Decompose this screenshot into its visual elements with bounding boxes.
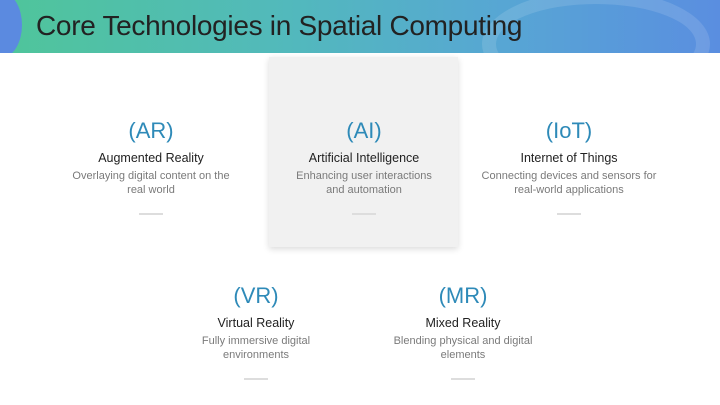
tech-name: Virtual Reality — [217, 316, 295, 330]
tech-item-vr: (VR) Virtual Reality Fully immersive dig… — [156, 283, 356, 380]
tech-item-mr: (MR) Mixed Reality Blending physical and… — [363, 283, 563, 380]
tech-item-ar: (AR) Augmented Reality Overlaying digita… — [51, 118, 251, 215]
tech-name: Artificial Intelligence — [308, 151, 420, 165]
acronym: (VR) — [233, 283, 279, 308]
acronym: (AR) — [128, 118, 174, 143]
acronym: (AI) — [346, 118, 382, 143]
tech-desc: Overlaying digital content on the real w… — [72, 170, 230, 196]
tech-desc: Enhancing user interactions and automati… — [296, 170, 432, 196]
highlight-card — [269, 57, 458, 247]
divider — [244, 378, 268, 380]
tech-name: Internet of Things — [520, 151, 618, 165]
divider — [451, 378, 475, 380]
tech-desc: Fully immersive digital environments — [201, 335, 311, 361]
divider — [557, 213, 581, 215]
tech-item-ai: (AI) Artificial Intelligence Enhancing u… — [264, 118, 464, 215]
tech-name: Mixed Reality — [425, 316, 501, 330]
decorative-circle — [0, 0, 22, 53]
tech-desc: Connecting devices and sensors for real-… — [481, 170, 657, 196]
divider — [139, 213, 163, 215]
page-title: Core Technologies in Spatial Computing — [36, 10, 523, 41]
header-banner: Core Technologies in Spatial Computing — [0, 0, 720, 53]
divider — [352, 213, 376, 215]
acronym: (MR) — [438, 283, 488, 308]
tech-desc: Blending physical and digital elements — [393, 335, 533, 361]
acronym: (IoT) — [545, 118, 593, 143]
tech-item-iot: (IoT) Internet of Things Connecting devi… — [469, 118, 669, 215]
tech-name: Augmented Reality — [98, 151, 204, 165]
